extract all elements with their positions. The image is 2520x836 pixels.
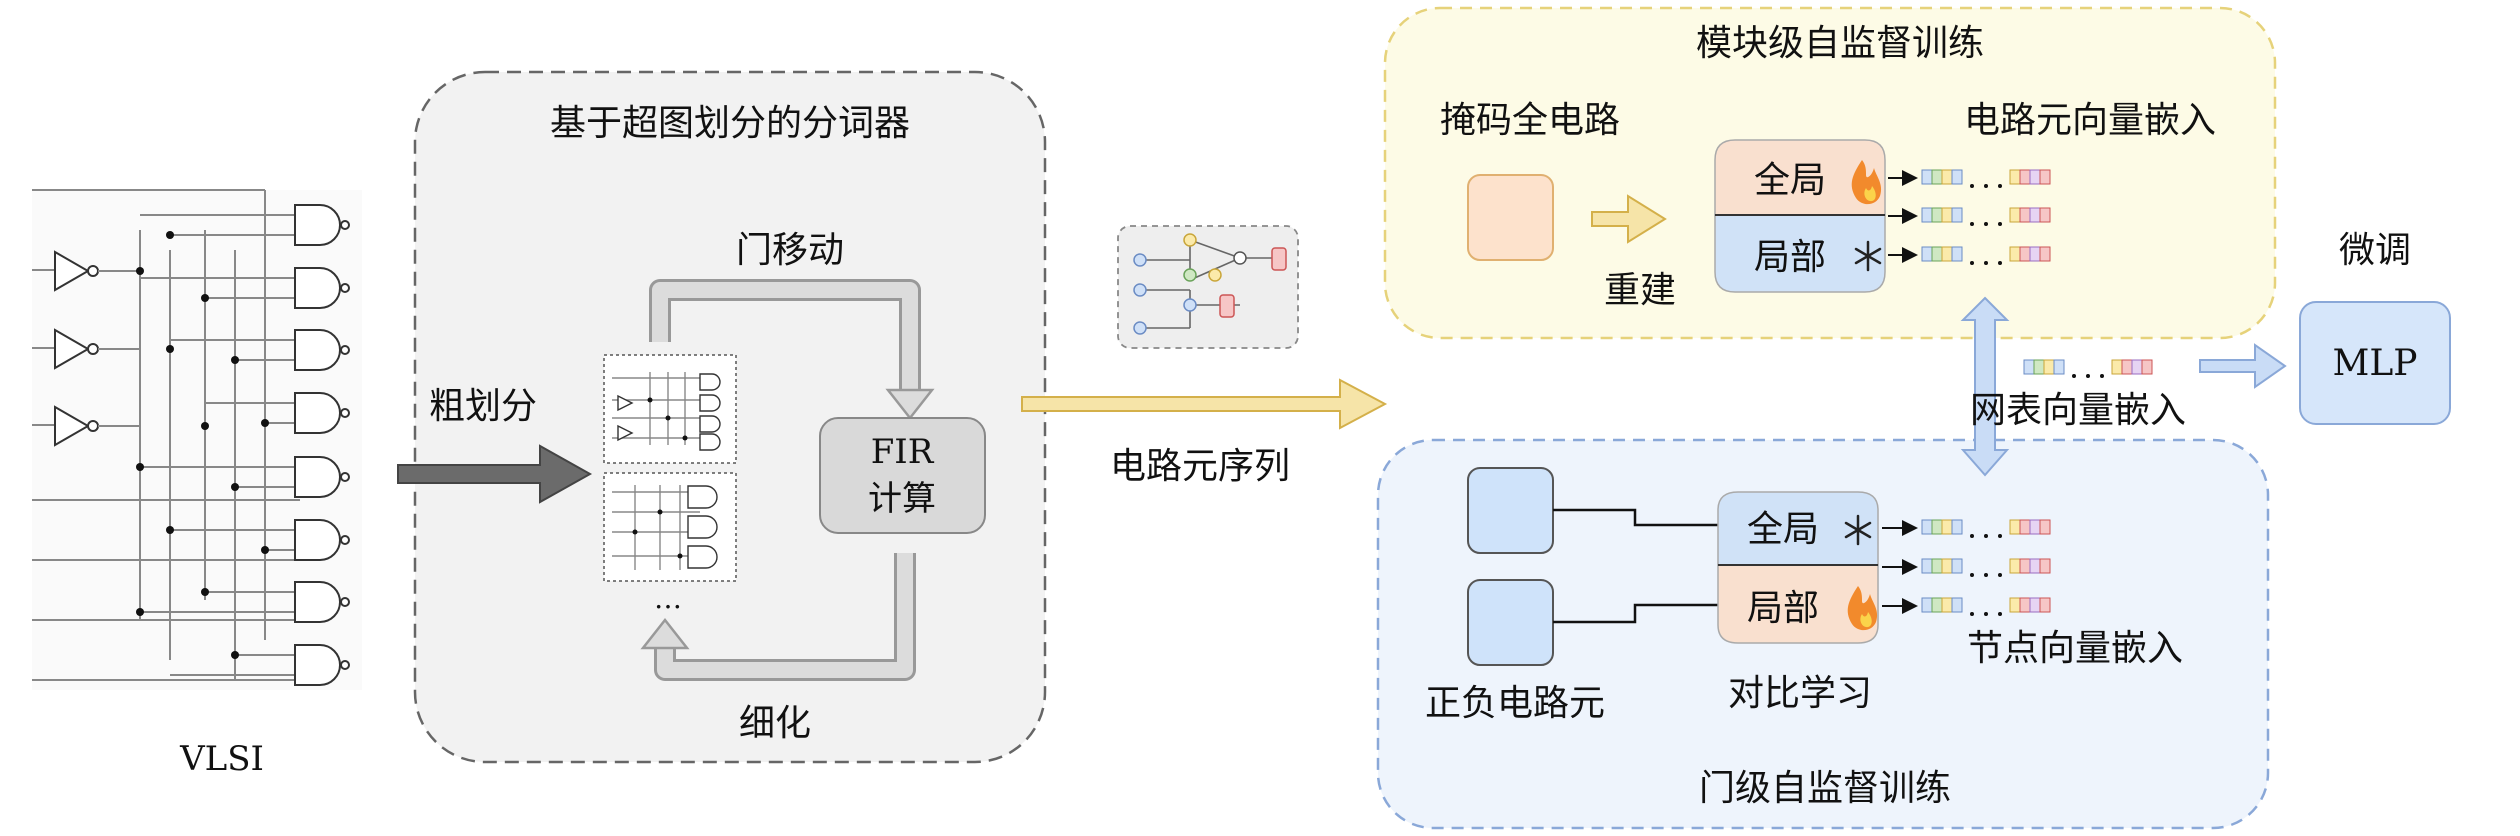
compute-label: 计算 bbox=[868, 479, 936, 519]
gate-output-arrows bbox=[1882, 520, 1918, 614]
gate-local-label: 局部 bbox=[1747, 588, 1819, 629]
refine-label: 细化 bbox=[739, 703, 811, 744]
snowflake-icon bbox=[1844, 514, 1872, 546]
netlist-embedding-row bbox=[2023, 359, 2153, 379]
fir-label: FIR bbox=[871, 432, 935, 472]
gate-move-arrow bbox=[652, 282, 918, 390]
embedding-row bbox=[1921, 169, 2051, 188]
gate-ssl-title: 门级自监督训练 bbox=[1699, 768, 1951, 809]
tokenizer-title: 基于超图划分的分词器 bbox=[550, 103, 910, 144]
contrast-label: 对比学习 bbox=[1728, 673, 1872, 714]
mlp-box bbox=[2299, 301, 2451, 425]
mlp-label: MLP bbox=[2333, 343, 2418, 384]
gate-global-label: 全局 bbox=[1747, 509, 1819, 550]
sequence-arrow bbox=[1021, 378, 1388, 430]
gate-encoder bbox=[1717, 491, 1879, 644]
snowflake-icon bbox=[1854, 240, 1882, 272]
positive-cell-box bbox=[1467, 467, 1554, 554]
module-local-label: 局部 bbox=[1754, 237, 1826, 278]
module-global-label: 全局 bbox=[1754, 160, 1826, 201]
shared-link-arrow bbox=[1960, 296, 2010, 477]
vlsi-nand-gates bbox=[294, 204, 350, 686]
reconstruct-label: 重建 bbox=[1604, 270, 1676, 311]
fire-icon bbox=[1847, 586, 1878, 631]
netlist-embed-label: 网表向量嵌入 bbox=[1970, 390, 2186, 431]
reconstruct-arrow bbox=[1591, 194, 1667, 244]
fir-compute-box bbox=[819, 417, 986, 534]
sequence-label: 电路元序列 bbox=[1110, 446, 1290, 487]
fire-icon bbox=[1851, 160, 1882, 205]
vlsi-junctions bbox=[136, 231, 269, 659]
refine-arrow bbox=[657, 553, 913, 678]
gate-move-label: 门移动 bbox=[736, 230, 844, 271]
partition-thumbnail-1 bbox=[603, 354, 737, 464]
coarse-partition-arrow bbox=[397, 444, 593, 504]
mask-label: 掩码全电路 bbox=[1440, 100, 1620, 141]
finetune-arrow bbox=[2199, 343, 2287, 389]
module-output-arrows bbox=[1888, 170, 1918, 263]
module-embed-label: 电路元向量嵌入 bbox=[1964, 100, 2216, 141]
coarse-partition-label: 粗划分 bbox=[429, 386, 537, 427]
partition-thumbnail-2 bbox=[603, 472, 737, 582]
partition-ellipsis: … bbox=[654, 582, 682, 615]
finetune-label: 微调 bbox=[2339, 230, 2411, 271]
contrast-connectors bbox=[1553, 508, 1718, 624]
cell-sequence-thumbnail bbox=[1117, 225, 1299, 349]
gate-embed-label: 节点向量嵌入 bbox=[1967, 628, 2183, 669]
negative-cell-box bbox=[1467, 579, 1554, 666]
module-ssl-title: 模块级自监督训练 bbox=[1696, 23, 1984, 64]
vlsi-label: VLSI bbox=[179, 739, 264, 779]
module-encoder bbox=[1714, 139, 1886, 293]
pos-neg-label: 正负电路元 bbox=[1425, 683, 1605, 724]
masked-circuit-box bbox=[1467, 174, 1554, 261]
